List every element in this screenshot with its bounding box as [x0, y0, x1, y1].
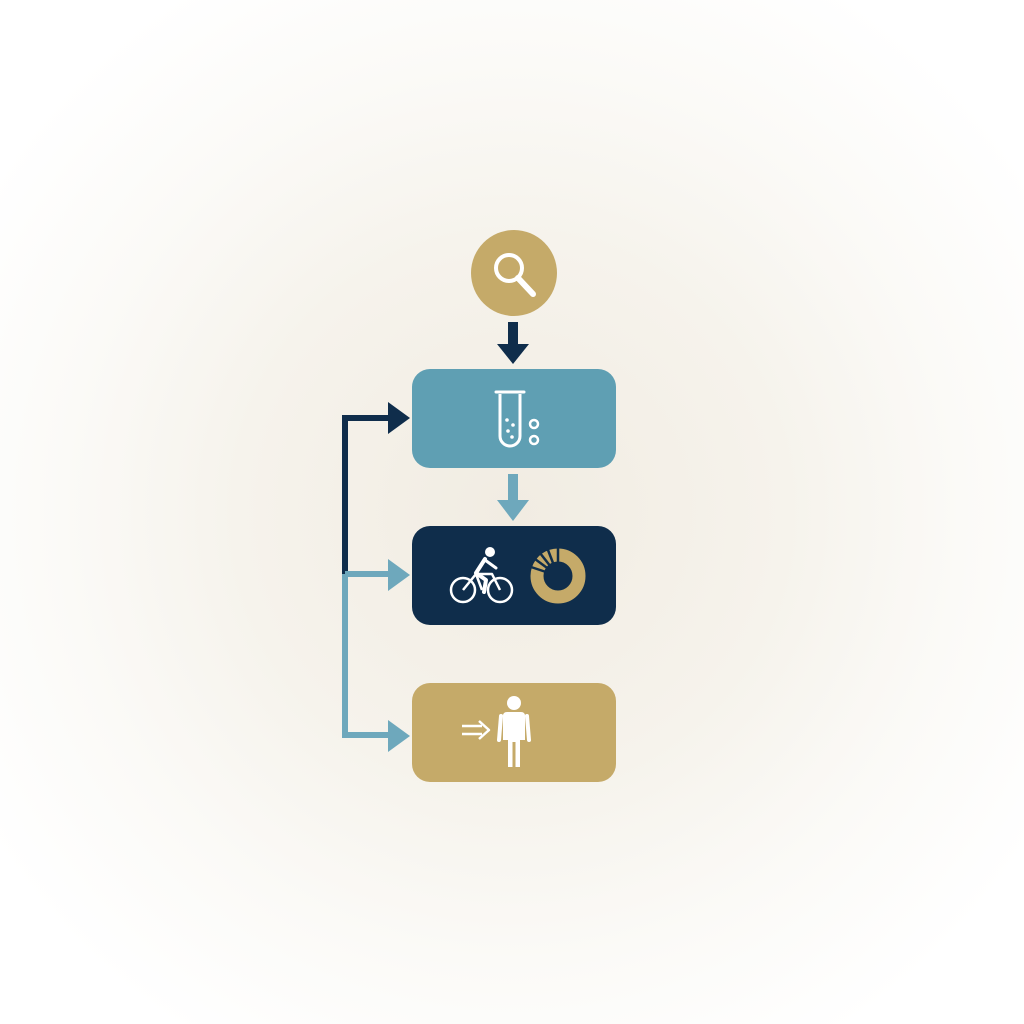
side-connector-to-step-3 [342, 574, 410, 752]
step-3-box [412, 683, 616, 782]
arrow-step-1-to-step-2 [497, 474, 529, 521]
arrow-start-to-step-1 [497, 322, 529, 364]
segmented-ring-chart-icon [530, 548, 586, 604]
start-node [471, 230, 557, 316]
step-1-box [412, 369, 616, 468]
side-connector-to-step-2 [345, 559, 410, 591]
test-tube-with-bubbles-icon [494, 390, 540, 448]
magnifier-icon [494, 253, 536, 297]
step-2-box [412, 526, 616, 625]
person-icon [497, 696, 531, 767]
double-arrow-icon [462, 720, 491, 740]
side-connector-to-step-1 [342, 402, 410, 574]
cyclist-icon [449, 547, 514, 604]
